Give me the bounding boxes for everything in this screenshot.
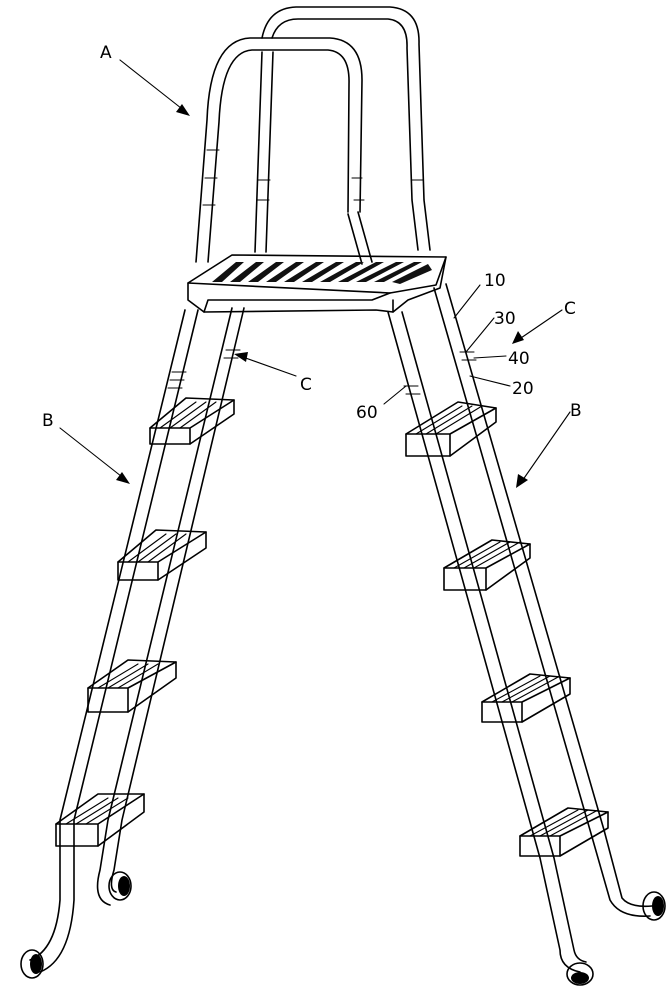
label-40: 40: [508, 349, 530, 369]
left-step-4: [55, 793, 145, 847]
arrow-A: [119, 59, 190, 116]
arrow-C-right: [512, 309, 563, 344]
label-A: A: [100, 43, 112, 63]
leader-60: [383, 385, 407, 405]
arrow-B-left: [59, 427, 130, 484]
label-C-right: C: [564, 299, 576, 319]
right-step-4: [519, 807, 609, 857]
leader-arrows: [59, 59, 571, 488]
handrail-rear: [261, 6, 431, 265]
left-ladder: [20, 307, 245, 979]
right-step-2: [443, 539, 531, 591]
arrow-B-right: [516, 411, 571, 488]
platform-grate: [212, 262, 432, 284]
right-feet: [566, 891, 666, 986]
left-step-1: [149, 397, 235, 445]
right-step-3: [481, 673, 571, 723]
left-feet: [20, 871, 132, 979]
label-20: 20: [512, 379, 534, 399]
left-step-3: [87, 659, 177, 713]
left-step-2: [117, 529, 207, 581]
arrow-C-left: [234, 352, 297, 377]
platform: [187, 254, 447, 313]
leader-30: [465, 317, 495, 353]
label-B-right: B: [570, 401, 582, 421]
leader-20: [469, 375, 511, 387]
label-B-left: B: [42, 411, 54, 431]
right-ladder: [387, 283, 666, 986]
label-60: 60: [356, 403, 378, 423]
right-step-1: [405, 401, 497, 457]
reference-labels: A B B C C 10 30 40 20 60: [42, 43, 582, 431]
label-30: 30: [494, 309, 516, 329]
leader-40: [473, 355, 507, 359]
handrail-front: [195, 37, 363, 263]
leader-10: [453, 284, 481, 319]
handrail-joints: [202, 149, 424, 206]
label-10: 10: [484, 271, 506, 291]
label-C-left: C: [300, 375, 312, 395]
